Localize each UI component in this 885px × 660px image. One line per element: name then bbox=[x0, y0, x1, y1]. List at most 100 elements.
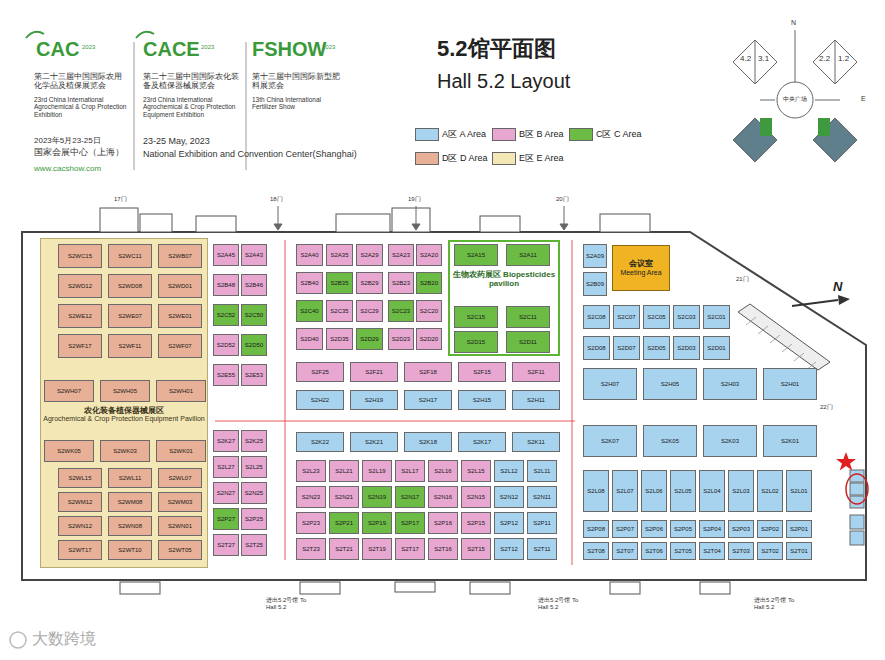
booth-number: S2B09 bbox=[586, 281, 604, 287]
booth-number: S2C07 bbox=[617, 314, 635, 320]
booth-number: S2P23 bbox=[302, 520, 320, 526]
booth-number: S2L04 bbox=[703, 488, 720, 494]
booth-number: S2L27 bbox=[217, 464, 234, 470]
booth: S2WB07 bbox=[158, 244, 202, 268]
label-text: 23-25 May, 2023 bbox=[143, 136, 210, 146]
booth: S2B29 bbox=[356, 272, 383, 294]
booth-number: S2L07 bbox=[616, 488, 633, 494]
booth-number: S2A29 bbox=[360, 252, 378, 258]
booth: S2F15 bbox=[458, 362, 506, 382]
booth: S2L07 bbox=[612, 470, 638, 512]
booth: S2WC15 bbox=[58, 244, 102, 268]
booth: S2C05 bbox=[643, 305, 670, 329]
booth: S2B09 bbox=[583, 272, 607, 296]
booth-number: S2C29 bbox=[360, 308, 378, 314]
booth: S2T15 bbox=[461, 538, 491, 560]
booth: S2K27 bbox=[213, 430, 239, 452]
label-text: www.cacshow.com bbox=[34, 164, 101, 173]
booth: S2D05 bbox=[643, 336, 670, 360]
booth: S2N27 bbox=[213, 482, 239, 504]
booth-number: S2K11 bbox=[527, 439, 545, 445]
booth: S2B46 bbox=[241, 274, 267, 296]
booth: S2WF11 bbox=[108, 334, 152, 358]
booth-number: S2L12 bbox=[500, 468, 517, 474]
legend-text: D区 D Area bbox=[442, 153, 488, 163]
booth-number: S2P15 bbox=[467, 520, 485, 526]
label-text: 19门 bbox=[408, 196, 421, 203]
label-text: 4.2 bbox=[740, 54, 751, 63]
booth: S2H07 bbox=[583, 368, 637, 400]
booth-number: S2T04 bbox=[703, 548, 721, 554]
legend-text: A区 A Area bbox=[442, 129, 486, 139]
booth: S2L02 bbox=[757, 470, 783, 512]
booth-number: S2WN08 bbox=[118, 523, 142, 529]
booth-number: S2P04 bbox=[703, 526, 721, 532]
booth-number: S2C23 bbox=[392, 308, 410, 314]
booth-number: S2L21 bbox=[335, 468, 352, 474]
booth: S2P03 bbox=[728, 520, 754, 538]
booth-number: S2D23 bbox=[392, 336, 410, 342]
legend-text: B区 B Area bbox=[519, 129, 564, 139]
booth-number: S2T05 bbox=[674, 548, 692, 554]
booth-number: S2WM12 bbox=[68, 499, 93, 505]
booth: S2C40 bbox=[296, 300, 323, 322]
booth-number: S2T25 bbox=[245, 542, 263, 548]
booth: S2WL11 bbox=[108, 468, 152, 488]
pavilion-area: 生物农药展区 Biopesticides pavilionS2A15S2A11S… bbox=[448, 240, 560, 356]
booth-number: S2D01 bbox=[707, 345, 725, 351]
booth-number: S2N17 bbox=[401, 494, 419, 500]
booth-number: S2C11 bbox=[519, 314, 537, 320]
booth-number: S2A35 bbox=[330, 252, 348, 258]
booth: S2K07 bbox=[583, 425, 637, 457]
booth-number: S2WF17 bbox=[68, 343, 91, 349]
booth-number: S2C52 bbox=[217, 312, 235, 318]
booth: S2WF17 bbox=[58, 334, 102, 358]
booth: S2A15 bbox=[454, 244, 498, 266]
booth: S2T25 bbox=[241, 534, 267, 556]
booth-number: S2T19 bbox=[368, 546, 386, 552]
booth: S2K01 bbox=[763, 425, 817, 457]
booth-number: S2L01 bbox=[790, 488, 807, 494]
booth-number: S2N23 bbox=[302, 494, 320, 500]
booth-number: S2N12 bbox=[500, 494, 518, 500]
booth: S2L16 bbox=[428, 460, 458, 482]
booth-number: S2B35 bbox=[330, 280, 348, 286]
booth: S2P17 bbox=[395, 512, 425, 534]
booth-number: S2C40 bbox=[300, 308, 318, 314]
booth-number: S2K21 bbox=[365, 439, 383, 445]
area-label: 农化装备植保器械展区Agrochemical & Crop Protection… bbox=[41, 406, 207, 423]
booth-number: S2H01 bbox=[781, 381, 799, 387]
booth: S2K05 bbox=[643, 425, 697, 457]
area-text: Agrochemical & Crop Protection Equipment… bbox=[41, 415, 207, 423]
booth-number: S2D50 bbox=[245, 342, 263, 348]
booth: S2K25 bbox=[241, 430, 267, 452]
booth-number: S2C20 bbox=[420, 308, 438, 314]
booth-number: S2D29 bbox=[360, 336, 378, 342]
booth: S2T08 bbox=[583, 542, 609, 560]
booth-number: S2T01 bbox=[790, 548, 808, 554]
booth-number: S2T06 bbox=[645, 548, 663, 554]
area-label: 会议室Meeting Area bbox=[614, 259, 668, 276]
booth-number: S2K22 bbox=[311, 439, 329, 445]
booth: S2WH05 bbox=[100, 380, 150, 402]
booth: S2T04 bbox=[699, 542, 725, 560]
label-text: FSHOW bbox=[252, 38, 326, 61]
booth-number: S2C01 bbox=[707, 314, 725, 320]
booth: S2P01 bbox=[786, 520, 812, 538]
label-text: 13th China International Fertilizer Show bbox=[252, 96, 342, 111]
booth: S2WT05 bbox=[158, 540, 202, 560]
booth: S2D29 bbox=[356, 328, 383, 350]
label-text: 18门 bbox=[270, 196, 283, 203]
booth: S2D50 bbox=[241, 334, 267, 356]
booth: S2T27 bbox=[213, 534, 239, 556]
booth: S2WK05 bbox=[44, 440, 94, 462]
booth: S2E53 bbox=[241, 364, 267, 386]
booth-number: S2C08 bbox=[587, 314, 605, 320]
booth: S2H05 bbox=[643, 368, 697, 400]
booth-number: S2L16 bbox=[434, 468, 451, 474]
area-text: Meeting Area bbox=[614, 269, 668, 277]
booth: S2T21 bbox=[329, 538, 359, 560]
booth-number: S2D15 bbox=[467, 339, 485, 345]
booth: S2P19 bbox=[362, 512, 392, 534]
